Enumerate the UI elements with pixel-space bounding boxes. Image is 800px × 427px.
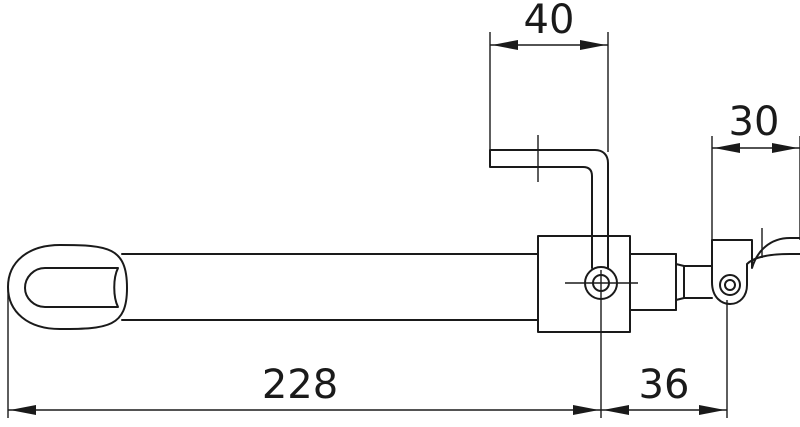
dim-label-30: 30: [729, 99, 780, 145]
top-bracket: [489, 135, 609, 269]
dim-label-40: 40: [524, 0, 575, 43]
right-bracket: [711, 228, 800, 305]
right-pivot-outer: [719, 274, 741, 296]
top-bracket-arm: [489, 149, 609, 269]
right-bracket-plate: [711, 237, 800, 305]
dimension-36: 36: [601, 362, 727, 415]
threaded-neck: [675, 263, 713, 301]
dimension-30: 30: [712, 99, 800, 153]
eye-end: [7, 244, 128, 330]
clamp-block: [537, 235, 631, 333]
dimension-228: 228: [8, 362, 601, 415]
right-pivot-inner: [724, 279, 736, 291]
dimension-40: 40: [490, 0, 608, 50]
eye-slot: [24, 267, 119, 308]
dim-label-36: 36: [639, 362, 690, 408]
extension-lines: [7, 32, 800, 418]
dim-label-228: 228: [262, 362, 338, 408]
rod-assembly: [7, 235, 713, 333]
